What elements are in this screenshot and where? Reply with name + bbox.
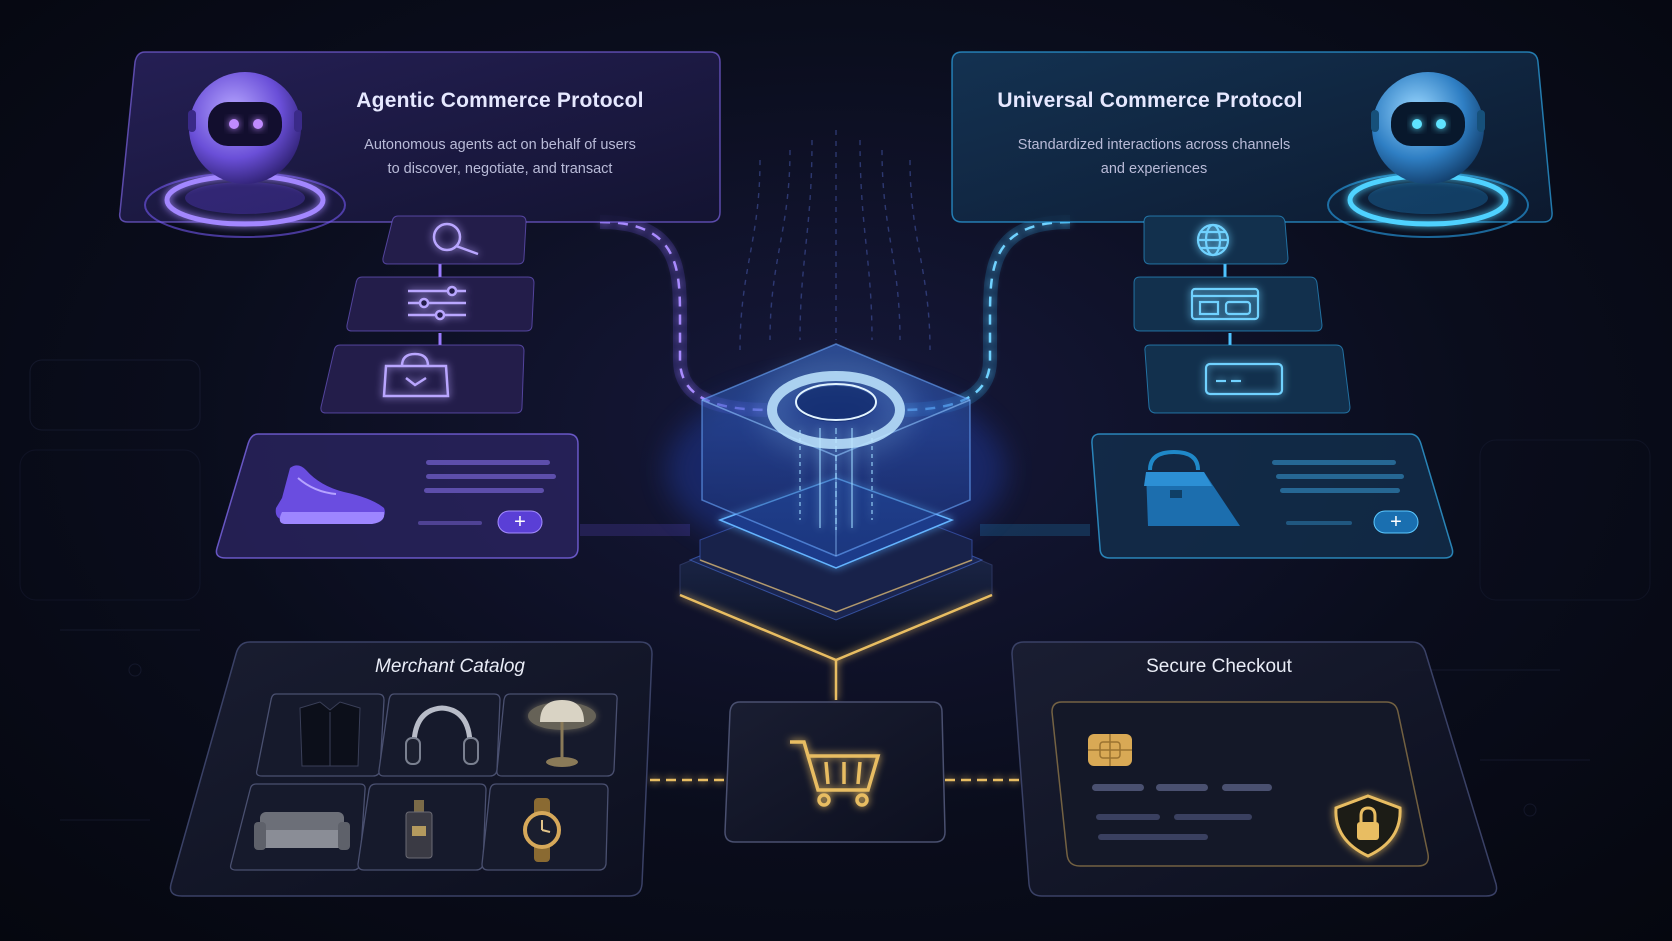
sofa-icon [254,812,350,850]
merchant-catalog-title: Merchant Catalog [375,656,525,677]
handbag-product-card [1091,433,1454,559]
universal-protocol-description-line2: and experiences [1100,161,1208,177]
credit-card-icon [1204,362,1284,396]
magnifier-card [382,215,527,265]
purple-robot-avatar [144,72,346,238]
agentic-protocol-description-line2: to discover, negotiate, and transact [387,161,613,177]
handbag-icon [1144,449,1240,526]
headphones-icon [405,705,479,765]
card-card [1144,344,1351,414]
magnifier-icon [432,222,479,256]
data-stream-lines [739,130,931,351]
agentic-protocol-description-line1: Autonomous agents act on behalf of users [364,137,636,153]
agentic-protocol-title: Agentic Commerce Protocol [356,89,644,112]
shield-lock-icon [1334,794,1402,858]
browser-window-icon [1190,287,1260,321]
svg-text:+: + [1390,511,1402,533]
secure-checkout-title: Secure Checkout [1146,656,1292,677]
wristwatch-icon [523,798,561,862]
browser-card [1133,276,1323,332]
chip-icon [1088,734,1132,766]
shopping-bag-icon [382,352,450,398]
universal-protocol-description-line1: Standardized interactions across channel… [1017,137,1291,153]
sliders-icon [408,285,466,321]
sneaker-icon [275,465,385,524]
jacket-icon [299,701,361,767]
globe-icon [1196,223,1230,257]
add-to-cart-button-right[interactable]: + [1373,510,1419,534]
universal-protocol-title: Universal Commerce Protocol [997,89,1303,112]
cart-card [724,701,946,843]
central-hub [666,343,1006,662]
shopping-cart-icon[interactable] [790,740,881,807]
blue-robot-avatar [1327,72,1529,238]
lamp-icon [528,700,596,767]
perfume-bottle-icon [405,800,433,859]
sneaker-product-card [215,433,579,559]
add-to-cart-button-left[interactable]: + [497,510,543,534]
svg-text:+: + [514,511,526,533]
payment-card [1051,701,1430,867]
